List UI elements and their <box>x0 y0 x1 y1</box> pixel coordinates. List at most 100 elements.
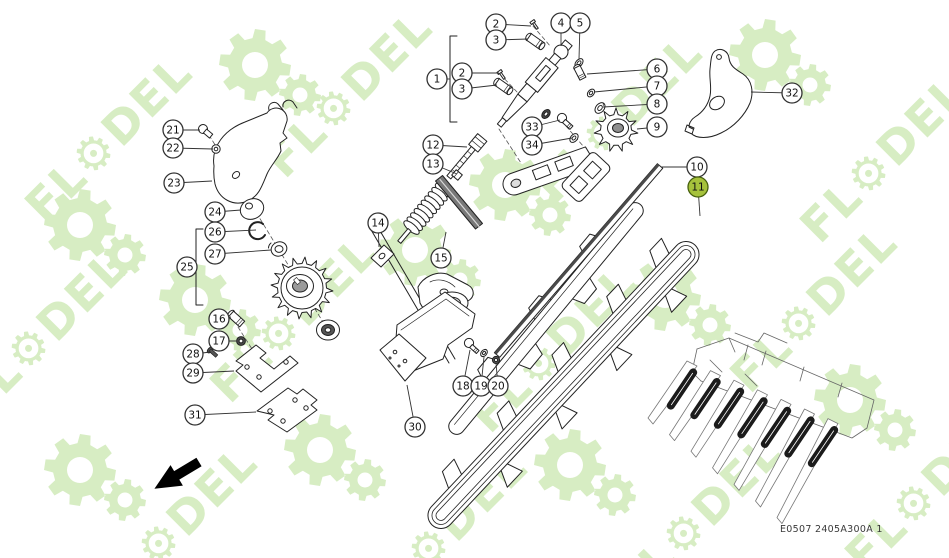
thumb-row-divider <box>669 370 721 441</box>
svg-text:4: 4 <box>558 18 565 30</box>
bolt-3-upper <box>525 32 546 51</box>
svg-text:25: 25 <box>180 262 193 274</box>
callout-5[interactable]: 5 <box>569 12 591 60</box>
overview-thumbnail <box>647 332 875 524</box>
svg-text:16: 16 <box>212 314 226 326</box>
washer-19 <box>480 348 488 358</box>
callout-16[interactable]: 16 <box>208 308 232 330</box>
svg-text:15: 15 <box>434 253 447 265</box>
svg-text:27: 27 <box>208 249 221 261</box>
bushing-27 <box>268 241 288 257</box>
bolt-21 <box>198 124 214 139</box>
callout-21[interactable]: 21 <box>162 119 200 141</box>
watermark-gear-icon <box>44 434 146 521</box>
drive-sprocket <box>270 256 334 320</box>
bracket-plate-29 <box>235 344 299 393</box>
svg-text:31: 31 <box>188 410 201 422</box>
washer-plate-24 <box>239 198 265 220</box>
watermark-gear-icon <box>284 414 386 501</box>
callout-2[interactable]: 2 <box>451 62 499 84</box>
callout-1[interactable]: 1 <box>426 68 450 90</box>
svg-text:11: 11 <box>691 182 704 194</box>
wear-rail-10 <box>493 163 664 358</box>
svg-text:7: 7 <box>654 81 661 93</box>
callout-14[interactable]: 14 <box>367 212 389 248</box>
callout-15[interactable]: 15 <box>430 231 452 269</box>
callout-20[interactable]: 20 <box>487 362 509 397</box>
svg-text:23: 23 <box>167 178 180 190</box>
callout-3[interactable]: 3 <box>485 29 529 51</box>
callout-32[interactable]: 32 <box>750 82 803 104</box>
ball-bolt-33 <box>556 112 574 130</box>
svg-text:5: 5 <box>577 18 584 30</box>
callout-22[interactable]: 22 <box>162 137 214 159</box>
callout-17[interactable]: 17 <box>208 330 237 352</box>
washer-8 <box>594 102 606 114</box>
svg-text:3: 3 <box>493 35 500 47</box>
watermark-gear-icon <box>219 29 321 116</box>
callout-13[interactable]: 13 <box>422 153 458 175</box>
washer-5 <box>574 58 584 68</box>
callout-28[interactable]: 28 <box>182 343 212 365</box>
callout-8[interactable]: 8 <box>602 93 668 115</box>
pin-2-upper <box>529 19 539 30</box>
thumb-row-chain <box>713 387 745 429</box>
thumb-row-chain <box>760 406 792 448</box>
thumb-row-chain <box>784 416 815 458</box>
callout-10[interactable]: 10 <box>661 156 708 178</box>
callout-30[interactable]: 30 <box>404 384 426 438</box>
watermark-text: FL⚙DEL <box>719 214 908 403</box>
direction-arrow-icon <box>154 457 202 489</box>
callout-29[interactable]: 29 <box>182 362 235 384</box>
circlip-26 <box>248 221 266 241</box>
svg-text:19: 19 <box>474 381 487 393</box>
svg-text:3: 3 <box>459 84 466 96</box>
thumb-row-chain <box>690 378 721 420</box>
nut-17 <box>236 336 246 346</box>
callout-4[interactable]: 4 <box>550 12 572 46</box>
svg-text:22: 22 <box>166 143 179 155</box>
callout-23[interactable]: 23 <box>163 172 213 194</box>
callout-34[interactable]: 34 <box>521 134 573 156</box>
callout-9[interactable]: 9 <box>636 116 668 138</box>
slide-rod-15 <box>435 175 483 230</box>
svg-text:2: 2 <box>459 68 466 80</box>
gathering-chain-11 <box>427 237 700 529</box>
svg-text:24: 24 <box>208 207 222 219</box>
washer-dark <box>541 109 551 119</box>
svg-text:33: 33 <box>525 122 538 134</box>
watermark-gear-icon <box>534 429 636 516</box>
callout-11[interactable]: 11 <box>687 176 709 217</box>
idler-sprocket-9 <box>593 107 639 152</box>
watermark-gear-icon <box>814 364 916 451</box>
callout-27[interactable]: 27 <box>204 243 272 265</box>
thumb-row-chain <box>807 426 839 468</box>
svg-text:9: 9 <box>654 122 661 134</box>
washer-22 <box>211 144 221 154</box>
tension-spring <box>397 182 452 244</box>
callout-19[interactable]: 19 <box>470 356 492 397</box>
callout-3[interactable]: 3 <box>451 78 498 100</box>
bolt-6 <box>573 63 587 81</box>
callout-18[interactable]: 18 <box>452 349 474 397</box>
svg-text:13: 13 <box>426 159 439 171</box>
svg-text:26: 26 <box>208 227 222 239</box>
bracket-plate-31 <box>256 387 318 433</box>
svg-text:28: 28 <box>186 349 199 361</box>
svg-text:30: 30 <box>408 422 421 434</box>
callout-26[interactable]: 26 <box>204 221 257 243</box>
callout-25[interactable]: 25 <box>176 256 198 278</box>
svg-text:8: 8 <box>654 99 661 111</box>
guide-plate-32 <box>684 48 753 138</box>
callout-12[interactable]: 12 <box>422 134 468 156</box>
svg-text:29: 29 <box>186 368 199 380</box>
callout-33[interactable]: 33 <box>521 116 561 138</box>
washer-7 <box>586 88 596 98</box>
callout-31[interactable]: 31 <box>184 404 257 426</box>
bolt-3-lower <box>493 77 514 96</box>
callout-24[interactable]: 24 <box>204 201 242 223</box>
cover-plate-23 <box>213 99 298 204</box>
svg-text:10: 10 <box>690 162 703 174</box>
